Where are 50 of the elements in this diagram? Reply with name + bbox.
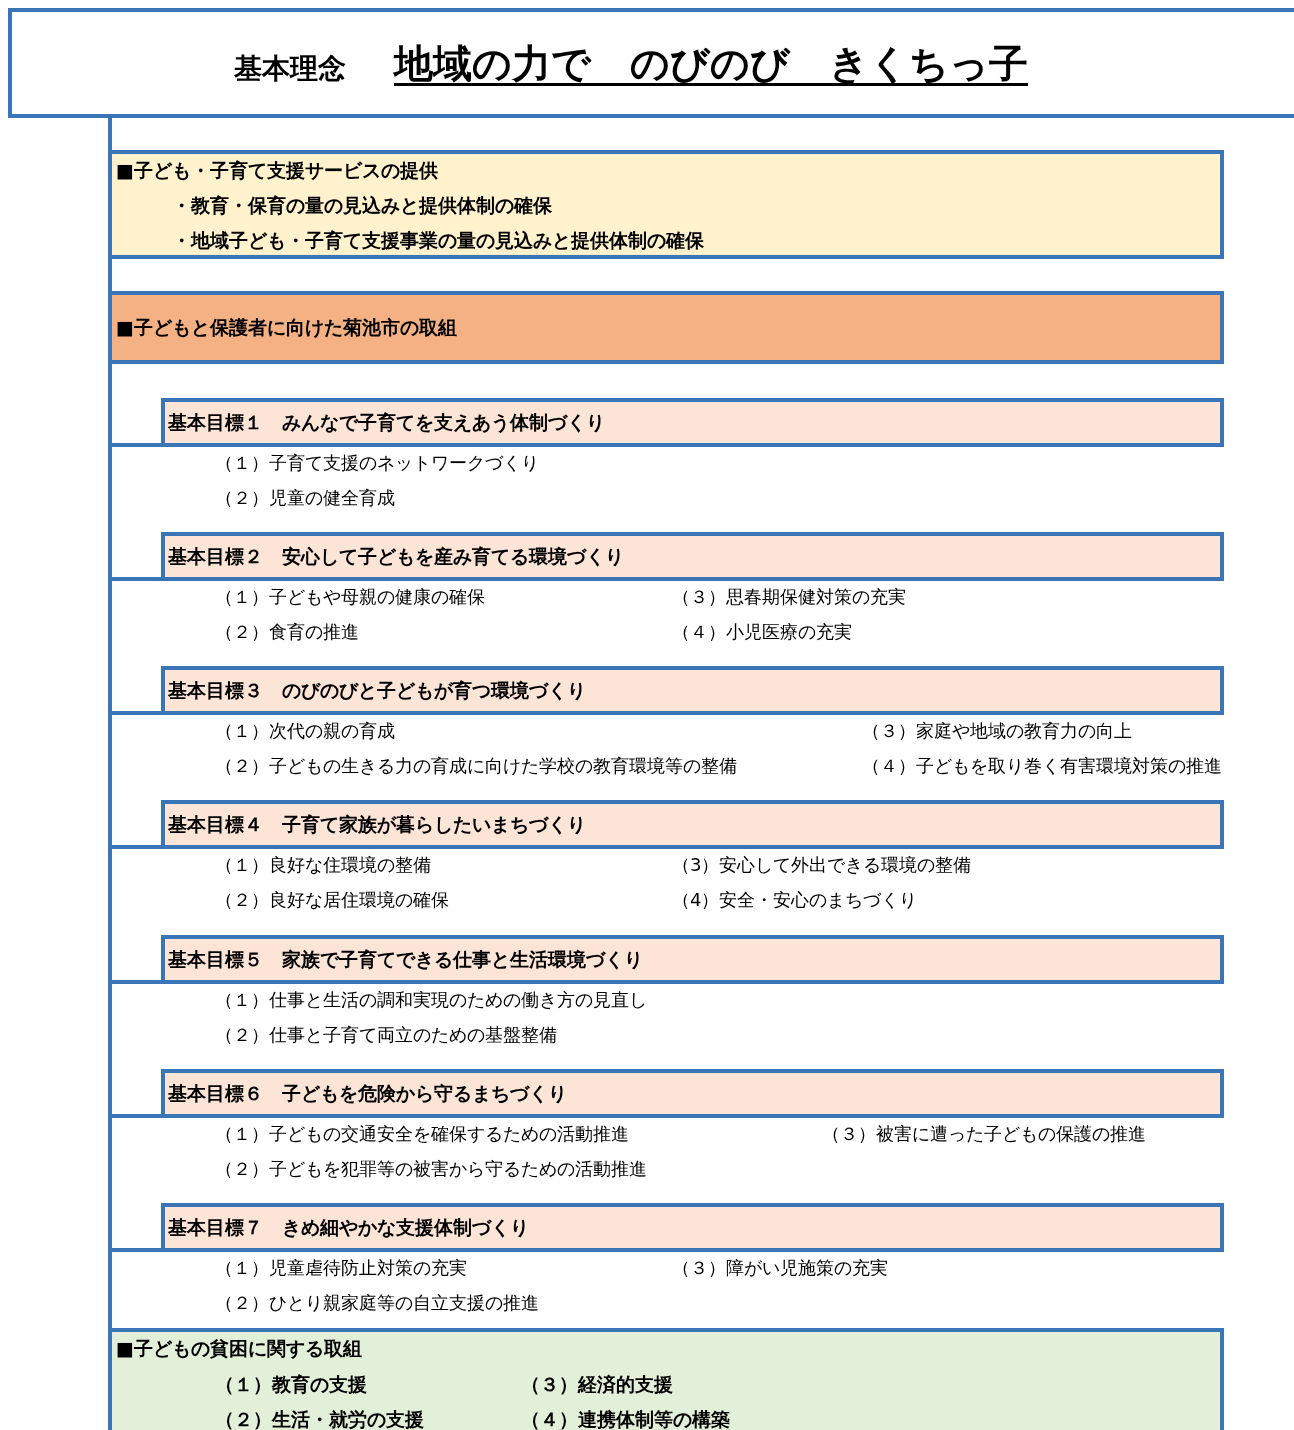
goal-box	[161, 1203, 1224, 1252]
list-item: （２）児童の健全育成	[215, 486, 395, 510]
title-text: 地域の力で のびのび きくちっ子	[394, 40, 1028, 88]
title-label: 基本理念	[234, 52, 346, 86]
bullet-item: ・地域子ども・子育て支援事業の量の見込みと提供体制の確保	[172, 228, 704, 252]
goal-heading: 基本目標４ 子育て家族が暮らしたいまちづくり	[168, 812, 586, 836]
list-item: （１）良好な住環境の整備	[215, 853, 431, 877]
goal-box	[161, 666, 1224, 715]
list-item: （２）子どもの生きる力の育成に向けた学校の教育環境等の整備	[215, 754, 737, 778]
connector-line	[108, 116, 163, 1330]
list-item: （１）子どもの交通安全を確保するための活動推進	[215, 1122, 629, 1146]
list-item: （１）次代の親の育成	[215, 719, 395, 743]
poverty-box	[108, 1328, 1224, 1430]
list-item: （１）教育の支援	[215, 1372, 367, 1396]
list-item: （４）子どもを取り巻く有害環境対策の推進	[862, 754, 1222, 778]
goal-heading: 基本目標６ 子どもを危険から守るまちづくり	[168, 1081, 567, 1105]
goal-heading: 基本目標１ みんなで子育てを支えあう体制づくり	[168, 410, 605, 434]
list-item: （２）生活・就労の支援	[215, 1407, 424, 1430]
list-item: （4）安全・安心のまちづくり	[672, 888, 918, 912]
goal-box	[161, 398, 1224, 447]
goal-heading: 基本目標５ 家族で子育てできる仕事と生活環境づくり	[168, 947, 643, 971]
goal-box	[161, 532, 1224, 581]
section-heading: ■子ども・子育て支援サービスの提供	[116, 158, 438, 182]
list-item: （３）経済的支援	[521, 1372, 673, 1396]
list-item: （２）子どもを犯罪等の被害から守るための活動推進	[215, 1157, 647, 1181]
list-item: （２）食育の推進	[215, 620, 359, 644]
section-heading: ■子どもの貧困に関する取組	[116, 1336, 362, 1360]
section-heading: ■子どもと保護者に向けた菊池市の取組	[116, 315, 457, 339]
goal-box	[161, 1069, 1224, 1118]
goal-box	[161, 935, 1224, 984]
list-item: （２）良好な居住環境の確保	[215, 888, 449, 912]
list-item: （４）連携体制等の構築	[521, 1407, 730, 1430]
list-item: （２）ひとり親家庭等の自立支援の推進	[215, 1291, 539, 1315]
list-item: （１）児童虐待防止対策の充実	[215, 1256, 467, 1280]
list-item: （３）家庭や地域の教育力の向上	[862, 719, 1132, 743]
goal-heading: 基本目標７ きめ細やかな支援体制づくり	[168, 1215, 529, 1239]
list-item: （3）安心して外出できる環境の整備	[672, 853, 972, 877]
goal-heading: 基本目標３ のびのびと子どもが育つ環境づくり	[168, 678, 586, 702]
title-box	[8, 8, 1294, 118]
list-item: （３）被害に遭った子どもの保護の推進	[822, 1122, 1146, 1146]
list-item: （１）子育て支援のネットワークづくり	[215, 451, 539, 475]
goal-box	[161, 800, 1224, 849]
list-item: （１）子どもや母親の健康の確保	[215, 585, 485, 609]
list-item: （１）仕事と生活の調和実現のための働き方の見直し	[215, 988, 647, 1012]
list-item: （４）小児医療の充実	[672, 620, 852, 644]
list-item: （２）仕事と子育て両立のための基盤整備	[215, 1023, 557, 1047]
goal-heading: 基本目標２ 安心して子どもを産み育てる環境づくり	[168, 544, 624, 568]
list-item: （３）障がい児施策の充実	[672, 1256, 888, 1280]
list-item: （３）思春期保健対策の充実	[672, 585, 906, 609]
bullet-item: ・教育・保育の量の見込みと提供体制の確保	[172, 193, 552, 217]
